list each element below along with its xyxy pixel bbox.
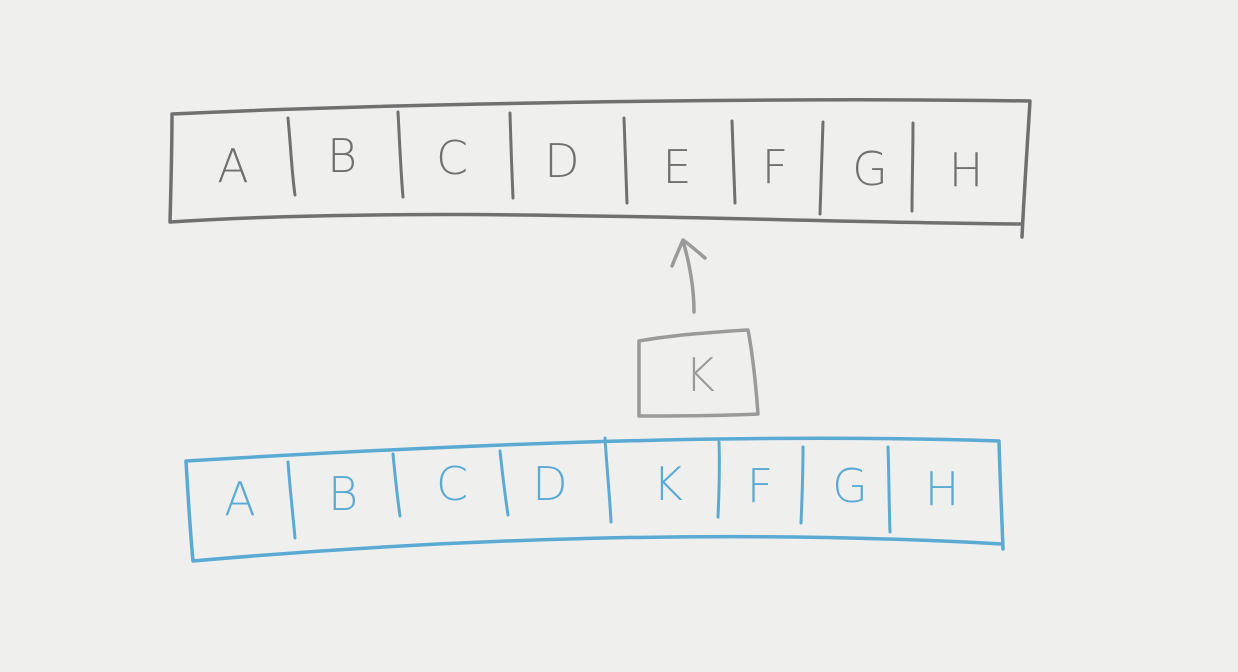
result-cell-label: D: [532, 457, 567, 511]
result-cell-label: B: [328, 467, 358, 521]
result-array-divider: [886, 445, 892, 534]
result-array-divider: [716, 440, 721, 519]
original-cell-label: F: [762, 140, 788, 194]
result-cell-label: K: [653, 457, 683, 511]
result-array-divider: [391, 452, 402, 518]
original-array-outline: [168, 98, 1032, 239]
result-cell-label: F: [747, 459, 773, 513]
original-array-divider: [730, 119, 737, 205]
original-cell-label: D: [544, 134, 579, 188]
original-array-divider: [508, 111, 515, 200]
original-array-divider: [818, 120, 825, 216]
result-array-divider: [799, 445, 805, 525]
result-array-divider: [603, 436, 613, 524]
original-cell-label: B: [327, 129, 357, 183]
original-cell-label: A: [217, 139, 248, 193]
new-value-box: K: [637, 328, 760, 418]
original-array-divider: [286, 116, 297, 197]
original-array-divider: [396, 110, 405, 199]
original-array-divider: [910, 121, 915, 213]
result-array-outline: [184, 436, 1005, 563]
up-arrow-icon: [670, 238, 707, 314]
result-cell-label: H: [925, 462, 960, 516]
original-cell-label: C: [436, 131, 468, 185]
result-cell-label: A: [224, 472, 255, 526]
new-value-label: K: [685, 348, 715, 402]
original-cell-label: E: [662, 140, 691, 194]
original-cell-label: H: [949, 143, 984, 197]
original-cell-label: G: [852, 142, 888, 196]
result-array-divider: [498, 449, 510, 517]
original-array: A B C D E F G H: [168, 98, 1032, 239]
result-array: A B C D K F G H: [184, 436, 1005, 563]
original-array-divider: [622, 116, 629, 205]
result-cell-label: C: [436, 457, 468, 511]
result-cell-label: G: [832, 459, 868, 513]
result-array-divider: [286, 460, 297, 540]
